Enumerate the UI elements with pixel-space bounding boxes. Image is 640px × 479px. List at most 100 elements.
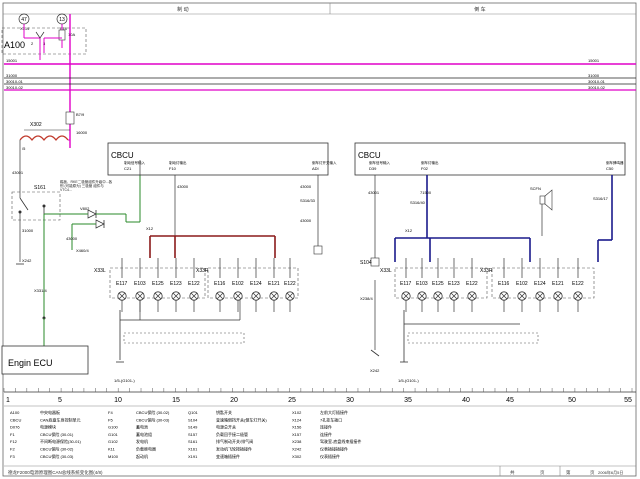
lamp-label: E102: [232, 281, 244, 287]
legend-desc: 左前大灯插接件: [320, 409, 348, 415]
legend-code: X124: [292, 417, 302, 422]
lamp-icon: [499, 291, 509, 301]
legend-code: F5: [108, 417, 113, 422]
right-wire-x238: X238/4: [360, 296, 373, 301]
cbcu-right-pin-label: 倒车蜂鸣器: [606, 160, 624, 165]
legend-code: X157: [292, 432, 302, 437]
relay-label: X302: [30, 122, 42, 128]
legend-desc: 不间断电源保险(30-01): [40, 438, 82, 444]
connector-b7-9: [65, 111, 75, 125]
lamp-icon: [535, 291, 545, 301]
lamp-label: E117: [116, 281, 128, 287]
legend-desc: 蓄电池: [136, 424, 148, 430]
relay-pin-label: /5: [22, 146, 26, 151]
legend-code: F4: [108, 410, 113, 415]
legend-desc: 7孔挂车插口: [320, 416, 342, 422]
right-conn-x33l: X33L: [380, 268, 392, 274]
ruler-mark: 15: [172, 397, 180, 404]
pin-2: 2: [31, 41, 34, 46]
footer-caption: 德龙F2000电源原理图CAN总线系统变化图(4/8): [8, 469, 103, 476]
ruler-mark: 45: [506, 397, 514, 404]
wire-31000-label: 31000: [22, 228, 34, 233]
switch-note: 踏板、RKE二极管组件升级中...各别 (可能原为) 三极管 组件与 VTC4.…: [60, 180, 113, 192]
cbcu-right-box: [354, 142, 626, 176]
lamp-icon: [171, 291, 181, 301]
legend-code: M100: [108, 454, 119, 459]
header-left-title: 制 动: [177, 6, 188, 13]
cbcu-left-pin: C21: [124, 166, 132, 171]
left-wire-label: S316/33: [300, 198, 316, 203]
legend-desc: 连接件: [320, 431, 332, 437]
lamp-icon: [153, 291, 163, 301]
lamp-label: E122: [284, 281, 296, 287]
lamp-label: E123: [170, 281, 182, 287]
cbcu-left-pin-label: 倒车灯开关输入: [312, 160, 337, 165]
fuse-b-rating: 10A: [68, 32, 75, 37]
lamp-icon: [215, 291, 225, 301]
right-wire-label: X12: [405, 228, 413, 233]
diode-icon: [87, 209, 105, 229]
legend-code: CBCU: [10, 417, 21, 422]
legend-desc: 蓄电池组: [136, 431, 152, 437]
legend-desc: CBCU保险 (30-03): [40, 453, 74, 459]
engine-ecu-box: [1, 345, 89, 375]
legend-desc: 起动机: [136, 453, 148, 459]
wire-43001-label: 43001: [12, 170, 24, 175]
lamp-icon: [269, 291, 279, 301]
right-ground-label: 1/5-(G101-): [398, 378, 419, 383]
right-wire-label: 43001: [368, 190, 380, 195]
lamp-label: E122: [572, 281, 584, 287]
wire-x460-label: X460/4: [76, 248, 89, 253]
lamp-icon: [401, 291, 411, 301]
legend-code: X302: [292, 454, 302, 459]
wire-43000-label: 43000: [66, 236, 78, 241]
legend-code: F3: [10, 454, 15, 459]
left-wire-label: X12: [146, 226, 154, 231]
ruler-mark: 50: [568, 397, 576, 404]
left-conn-x33r: X33R: [196, 268, 209, 274]
cbcu-right-pin-label: 倒车灯输出: [421, 160, 439, 165]
cbcu-right-pin: D39: [369, 166, 377, 171]
legend-code: D076: [10, 425, 20, 430]
legend-desc: 电源模块: [40, 424, 56, 430]
lamp-icon: [449, 291, 459, 301]
footer-date: 2006年6月5日: [598, 469, 623, 475]
switch-s161-box: [11, 191, 61, 221]
legend-code: S149: [188, 425, 198, 430]
lamp-icon: [573, 291, 583, 301]
lamp-label: E122: [466, 281, 478, 287]
legend-code: X242: [292, 447, 302, 452]
lamp-icon: [553, 291, 563, 301]
switch-s161-label: S161: [34, 185, 46, 191]
fuse-box-label: A100: [4, 40, 25, 50]
legend-desc: 仪表插接件: [320, 453, 340, 459]
ruler-mark: 20: [230, 397, 238, 404]
right-wire-label: 71500: [420, 190, 432, 195]
circle-47-label: 47: [21, 17, 27, 23]
legend-code: X102: [292, 410, 302, 415]
legend-code: S104: [188, 417, 198, 422]
lamp-icon: [285, 291, 295, 301]
lamp-icon: [233, 291, 243, 301]
legend-code: F2: [10, 447, 15, 452]
lamp-label: E103: [134, 281, 146, 287]
lamp-label: E103: [416, 281, 428, 287]
lamp-label: E123: [448, 281, 460, 287]
legend-code: F12: [10, 439, 18, 444]
lamp-icon: [135, 291, 145, 301]
fuse-box-outline: [1, 27, 87, 55]
lamp-label: E117: [400, 281, 412, 287]
legend-code: K11: [108, 447, 116, 452]
diode-label: V802: [80, 206, 90, 211]
bus-31000-label: 31000: [6, 73, 18, 78]
legend-code: X161: [188, 447, 198, 452]
bus-15001-label: 15001: [6, 58, 18, 63]
legend-desc: 变速箱倒挡开关(倒车灯开关): [216, 416, 267, 422]
left-conn-x33l: X33L: [94, 268, 106, 274]
lamp-icon: [117, 291, 127, 301]
lamp-label: E122: [188, 281, 200, 287]
switch-s161-lever-icon: [19, 197, 29, 211]
legend-code: X156: [292, 425, 302, 430]
legend-code: X238: [292, 439, 302, 444]
